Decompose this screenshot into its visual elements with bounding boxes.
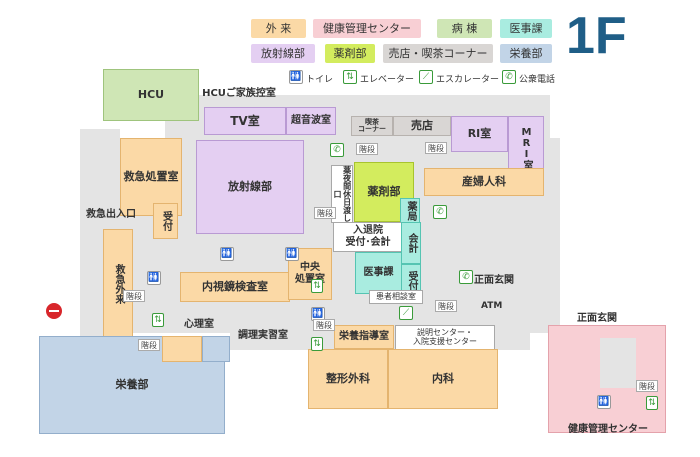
legend-health-center: 健康管理センター [313,19,421,38]
label-emergency-entrance: 救急出入口 [86,209,136,220]
toilet-icon: 🚻 [147,271,161,285]
legend-toilet-label: トイレ [306,75,334,85]
toilet-icon: 🚻 [597,395,611,409]
health-center-corridor [600,338,636,388]
room-cooking [202,336,230,362]
phone-icon: ✆ [330,143,344,157]
phone-icon: ✆ [459,270,473,284]
room-nutrition-guidance: 栄養指導室 [334,325,394,349]
room-emergency-treatment: 救急処置室 [120,138,182,216]
floor-label: 1F [566,7,627,65]
room-shop: 売店 [393,116,451,136]
central-treatment-label-2: 処置室 [295,274,325,285]
legend-outpatient: 外 来 [251,19,306,38]
label-front-entrance-2: 正面玄関 [577,313,617,324]
room-ultrasound: 超音波室 [286,107,336,135]
stair-marker: 階段 [123,290,145,302]
room-ri: RI室 [451,116,508,152]
admission-label-1: 入退院 [353,225,383,236]
room-internal-medicine: 内科 [388,349,498,409]
room-orthopedics: 整形外科 [308,349,388,409]
stair-marker: 階段 [313,319,335,331]
phone-icon: ✆ [502,70,516,84]
stair-marker: 階段 [356,143,378,155]
label-front-entrance: 正面玄関 [474,275,514,286]
label-psychology: 心理室 [184,319,214,330]
legend-pharmacy: 薬剤部 [325,44,375,63]
legend-shop-cafe: 売店・喫茶コーナー [383,44,493,63]
elevator-icon: ⇅ [152,313,164,327]
label-cooking: 調理実習室 [238,330,288,341]
room-admission: 入退院受付･会計 [333,222,403,252]
stair-marker: 階段 [636,380,658,392]
elevator-icon: ⇅ [311,279,323,293]
elevator-icon: ⇅ [343,70,357,84]
legend-phone-label: 公衆電話 [519,75,556,85]
stair-marker: 階段 [435,300,457,312]
room-emergency-outpatient: 救急外来 [103,229,133,339]
toilet-icon: 🚻 [285,247,299,261]
room-pharmacy-counter: 薬局 [400,198,420,224]
room-hcu: HCU [103,69,199,121]
elevator-icon: ⇅ [646,396,658,410]
label-atm: ATM [481,301,503,311]
toilet-icon: 🚻 [220,247,234,261]
room-patient-consult: 患者相談室 [369,290,423,304]
admission-label-2: 受付･会計 [345,237,391,248]
legend-nutrition: 栄養部 [500,44,552,63]
cafe-label-1: 喫茶 [365,118,379,126]
room-endoscopy: 内視鏡検査室 [180,272,290,302]
room-hcu-family: HCUご家族控室 [202,88,276,99]
toilet-icon: 🚻 [289,70,303,84]
stair-marker: 階段 [314,207,336,219]
stair-marker: 階段 [138,339,160,351]
central-treatment-label-1: 中央 [300,262,320,273]
legend-ward: 病 棟 [437,19,492,38]
legend-escalator-label: エスカレーター [436,75,500,85]
room-reception: 受付 [401,264,421,298]
escalator-icon: ⟋ [399,306,413,320]
room-central-treatment: 中央処置室 [288,248,332,300]
room-psychology [162,336,202,362]
legend-radiology: 放射線部 [251,44,315,63]
room-obgyn: 産婦人科 [424,168,544,196]
no-entry-icon [46,303,62,319]
info-center-label-1: 説明センター・ [417,328,473,338]
elevator-icon: ⇅ [311,337,323,351]
label-health-center: 健康管理センター [568,424,648,435]
escalator-icon: ⟋ [419,70,433,84]
legend-medical-affairs: 医事課 [500,19,552,38]
info-center-label-2: 入院支援センター [413,337,477,346]
room-cafe: 喫茶コーナー [351,116,393,136]
room-tv: TV室 [204,107,286,135]
cafe-label-2: コーナー [358,125,386,133]
legend-elevator-label: エレベーター [360,75,415,85]
room-accounting: 会計 [401,222,421,264]
phone-icon: ✆ [433,205,447,219]
room-medical-affairs: 医事課 [355,252,402,294]
room-radiology: 放射線部 [196,140,304,234]
room-reception-small: 受付 [153,203,178,239]
room-info-center: 説明センター・入院支援センター [395,325,495,351]
room-night-pharmacy: 薬夜間休日渡し口 [331,165,353,223]
stair-marker: 階段 [425,142,447,154]
